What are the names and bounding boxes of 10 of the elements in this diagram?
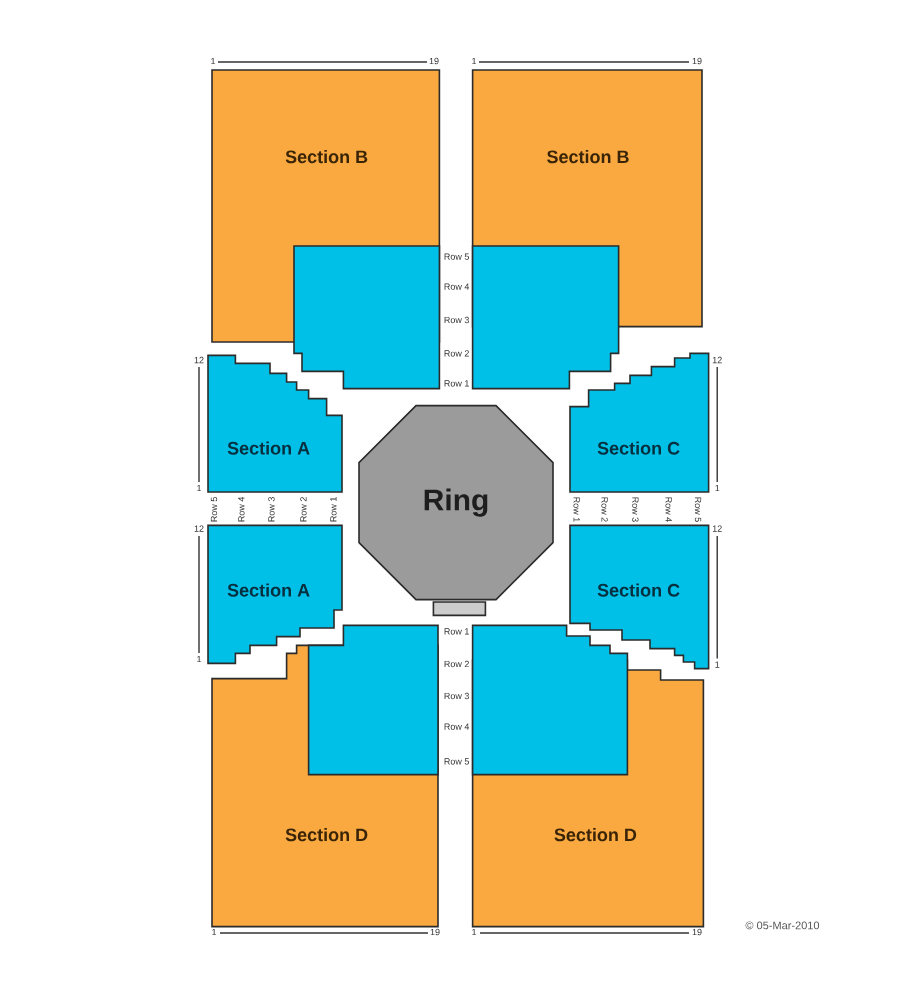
seating-section: Section C [569, 524, 710, 670]
seating-section: Section A [207, 354, 343, 493]
seating-block [471, 624, 629, 776]
seating-block [307, 624, 439, 776]
ring-octagon: Ring [358, 404, 554, 601]
seating-block [471, 245, 620, 390]
seating-section: Section C [569, 352, 710, 493]
seating-block [293, 245, 441, 390]
seating-section: Section A [207, 524, 343, 665]
platform-bar [432, 601, 487, 617]
